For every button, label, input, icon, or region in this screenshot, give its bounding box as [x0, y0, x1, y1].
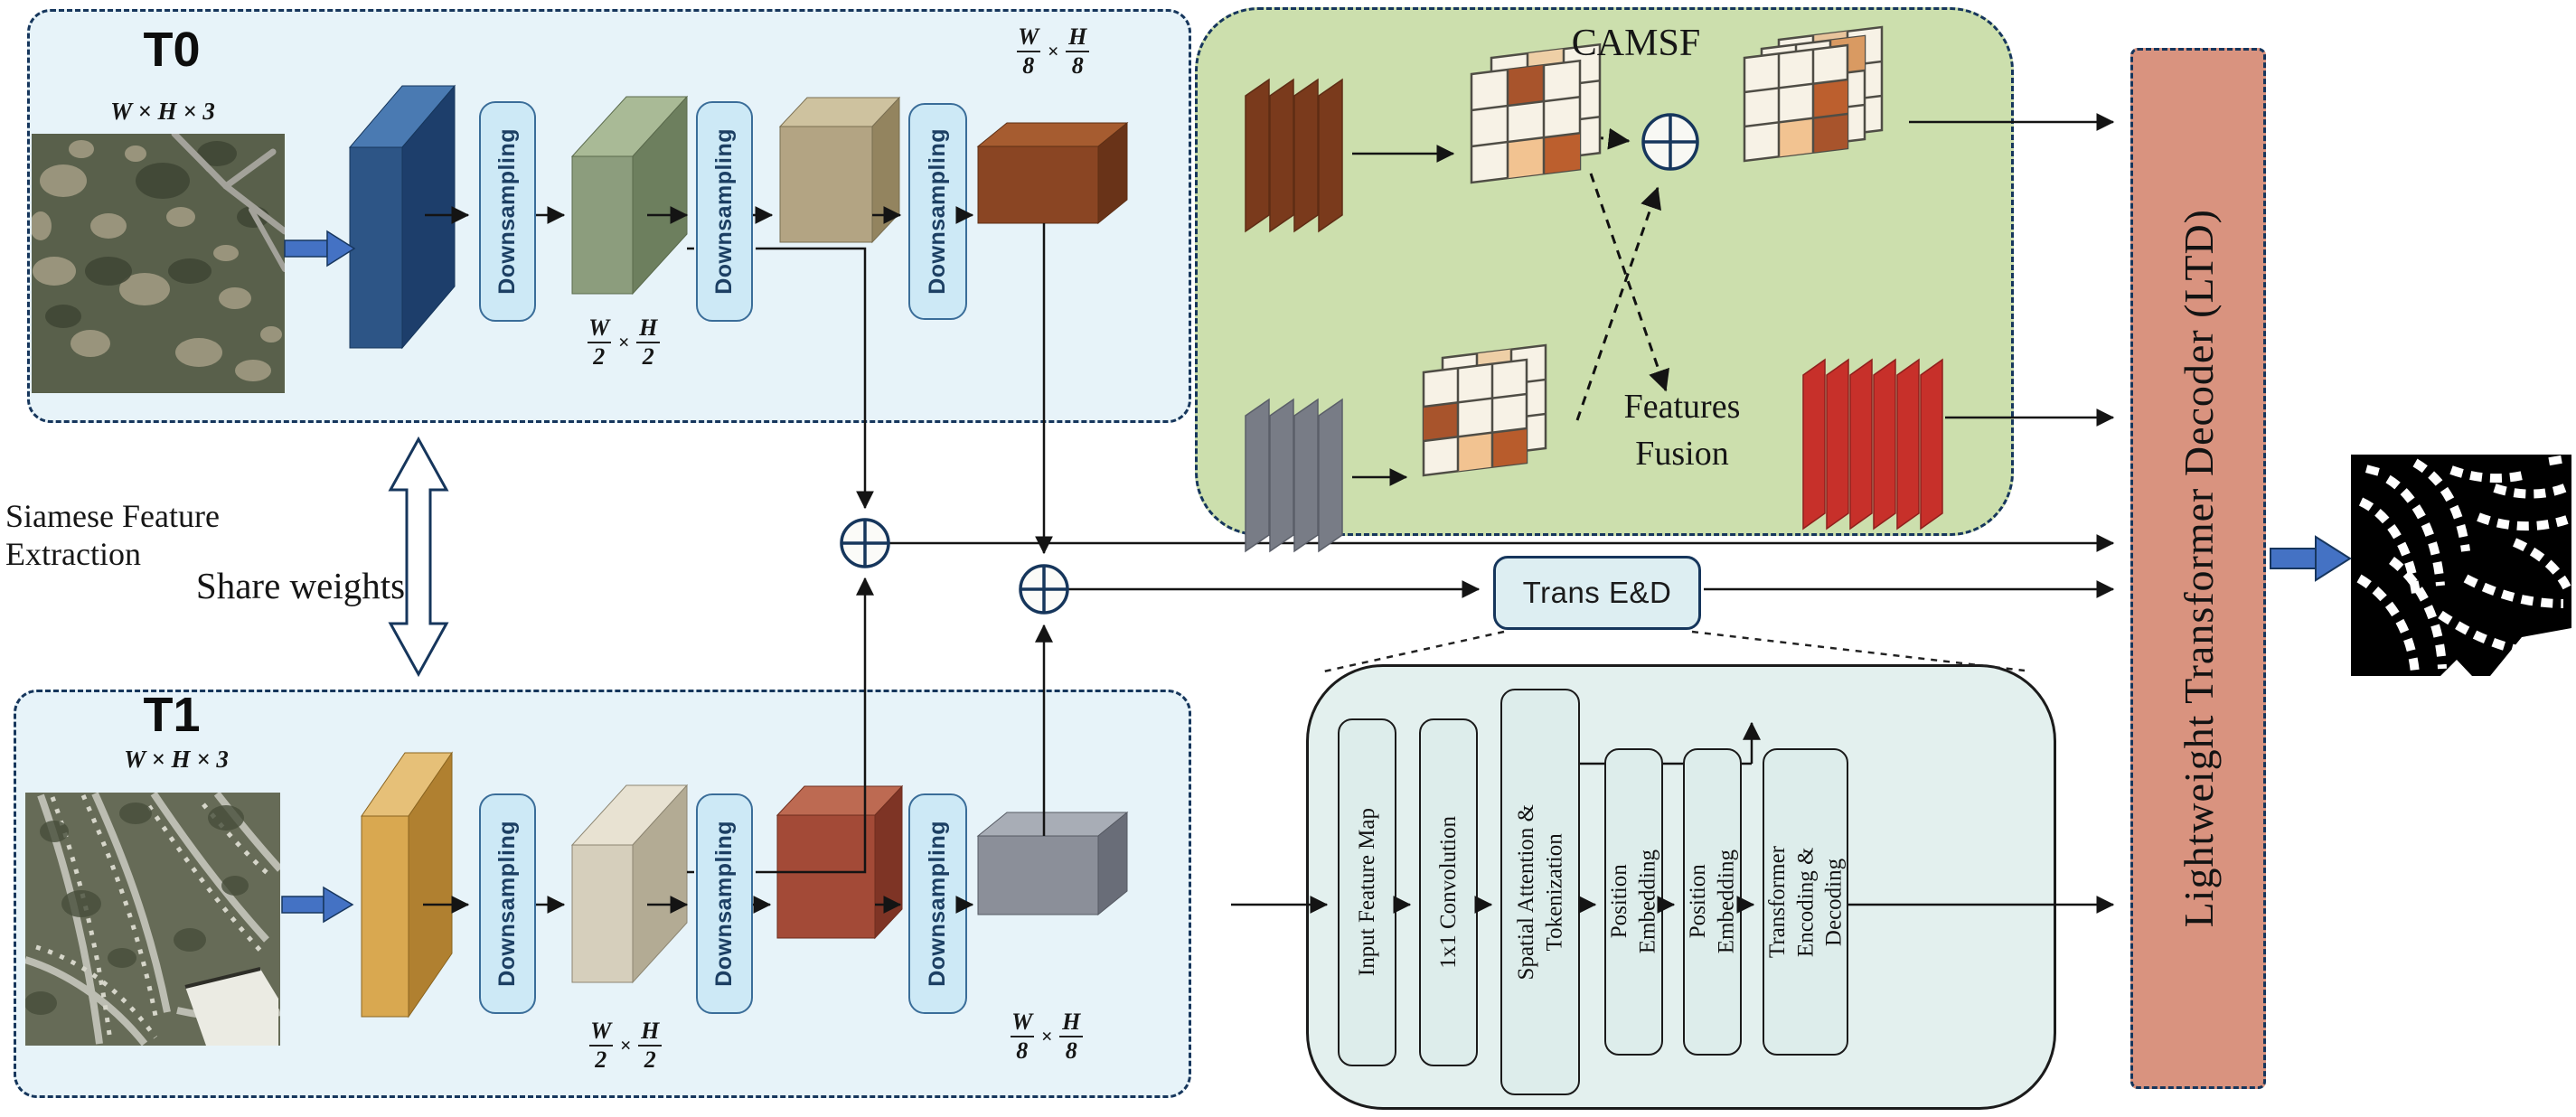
- camsf-title: CAMSF: [1571, 23, 1701, 64]
- features-fusion-label-line1: Features: [1623, 388, 1741, 426]
- trans-ed-box: Trans E&D: [1493, 556, 1701, 630]
- t1-downsampling-2: Downsampling: [696, 793, 753, 1014]
- t1-title: T1: [143, 688, 201, 742]
- share-weights-arrow: [388, 436, 449, 678]
- t1-input-dims: W × H × 3: [124, 746, 229, 773]
- output-change-map: [2351, 455, 2571, 676]
- ltd-decoder-box: Lightweight Transformer Decoder (LTD): [2130, 48, 2266, 1089]
- t1-downsampling-1: Downsampling: [479, 793, 536, 1014]
- siamese-feature-extraction-label: Siamese Feature Extraction: [5, 498, 220, 572]
- t0-input-dims: W × H × 3: [110, 98, 215, 125]
- ltd-label: Lightweight Transformer Decoder (LTD): [2175, 209, 2222, 928]
- block-1x1-convolution: 1x1 Convolution: [1419, 718, 1478, 1066]
- block-transformer-encoding-decoding: Transformer Encoding & Decoding: [1763, 748, 1848, 1056]
- fusion-plus-icon-2: [1019, 564, 1069, 615]
- t0-downsampling-1: Downsampling: [479, 101, 536, 322]
- block-spatial-attention-tokenization: Spatial Attention & Tokenization: [1500, 689, 1580, 1095]
- ltd-output-arrow: [2270, 535, 2352, 582]
- t1-downsampling-3: Downsampling: [908, 793, 967, 1014]
- share-weights-label: Share weights: [195, 565, 406, 606]
- t0-downsampling-3: Downsampling: [908, 103, 967, 320]
- block-input-feature-map: Input Feature Map: [1338, 718, 1396, 1066]
- features-fusion-label-line2: Fusion: [1635, 435, 1729, 473]
- fusion-plus-icon-1: [840, 518, 890, 568]
- trans-ed-label: Trans E&D: [1522, 576, 1672, 609]
- block-position-embedding-1: Position Embedding: [1604, 748, 1663, 1056]
- t0-downsampling-2: Downsampling: [696, 101, 753, 322]
- block-position-embedding-2: Position Embedding: [1683, 748, 1742, 1056]
- t0-title: T0: [143, 23, 201, 77]
